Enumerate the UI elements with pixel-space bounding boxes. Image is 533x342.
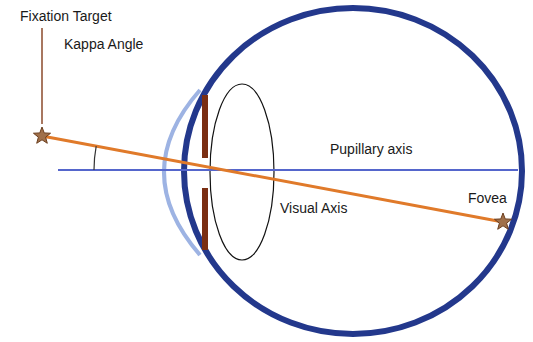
pupillary-axis-line [58, 169, 518, 171]
axis-label: Pupillary axis [330, 141, 412, 158]
axis-label: Visual Axis [280, 200, 347, 217]
part-label: Fovea [468, 190, 507, 207]
fixation-star [33, 127, 50, 143]
iris-upper [202, 95, 208, 158]
angle-label: Kappa Angle [64, 36, 143, 53]
kappa-arc [94, 146, 96, 170]
iris-lower [202, 188, 208, 250]
cornea [164, 90, 200, 255]
leader-line [41, 28, 43, 124]
fovea-star [494, 213, 511, 229]
visual-axis-line [42, 136, 503, 222]
target-label: Fixation Target [20, 8, 112, 25]
